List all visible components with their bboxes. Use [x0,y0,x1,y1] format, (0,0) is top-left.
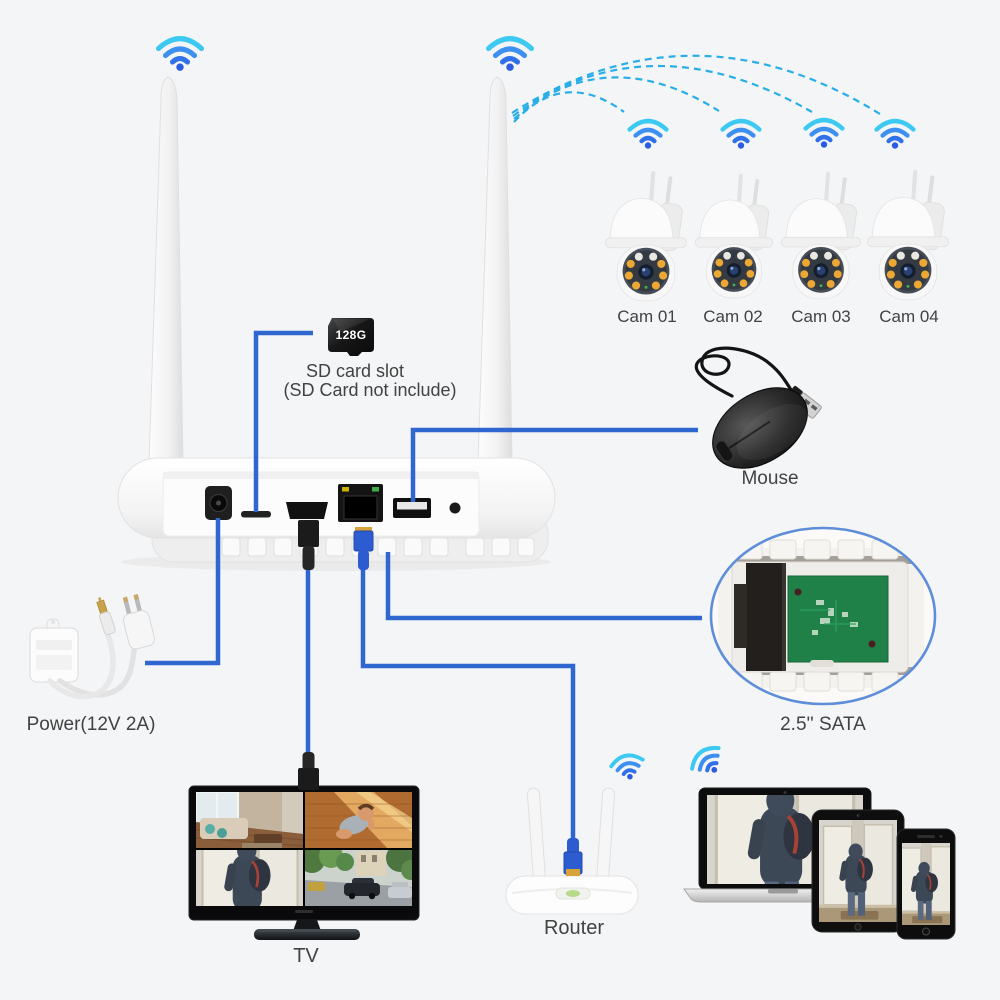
tv-label: TV [293,945,319,967]
cam3-wifi-icon [806,120,843,148]
line-router [360,564,576,843]
camera-2-label: Cam 02 [703,307,763,326]
line-sata [385,552,702,621]
usb-port [393,498,431,518]
camera-1 [606,173,687,301]
ethernet-plug [353,527,374,570]
cam1-wifi-icon [630,121,667,149]
camera-4-label: Cam 04 [879,307,939,326]
tv-hdmi-plug [298,752,319,790]
dc-power-jack [205,486,232,520]
nvr-left-antenna-wifi-icon [159,39,202,71]
cam4-wifi-icon [877,121,914,149]
router-label: Router [543,917,605,939]
mouse-label: Mouse [741,468,799,489]
smartphone [894,828,957,940]
eu-plug [122,593,155,650]
line-power [145,518,221,666]
hdmi-plug [298,520,319,570]
sata-pcb [787,575,889,663]
dc-plug [96,597,116,636]
tv-quadrant-living-room [196,792,304,849]
devices-wifi-icon [687,742,729,782]
camera-1-label: Cam 01 [617,307,677,326]
camera-2 [695,176,772,298]
sd-card-label: SD card slot [305,361,405,381]
tablet-screen [819,820,897,922]
camera-3 [781,174,860,299]
tv [188,785,421,940]
tv-quadrant-baby [304,792,412,849]
sd-card-capacity: 128G [335,328,367,342]
sd-card-note: (SD Card not include) [283,380,457,400]
line-sd-card [253,330,313,512]
nvr-antenna-right [477,76,513,464]
ethernet-port [338,484,383,522]
tv-quadrant-street [299,844,421,906]
cam2-wifi-icon [723,121,760,149]
router-wifi-icon [607,750,649,784]
camera-4 [868,172,949,300]
sd-card [328,318,374,356]
micro-sd-slot [241,511,271,518]
router-ethernet-plug [563,838,583,876]
mouse [694,346,822,469]
router [505,787,639,915]
wireless-signal-arcs [511,54,881,123]
power-label: Power(12V 2A) [26,714,156,735]
tablet [811,809,905,933]
phone-screen [894,843,957,925]
nvr-box [117,76,556,571]
sata-label: 2.5'' SATA [780,714,866,735]
nvr-antenna-left [148,76,184,464]
line-mouse [410,427,698,502]
reset-hole [449,502,461,514]
sata-bay-view [709,526,937,706]
hdmi-port [286,502,328,519]
camera-3-label: Cam 03 [791,307,851,326]
nvr-right-antenna-wifi-icon [489,39,532,71]
power-adapter [29,593,155,700]
